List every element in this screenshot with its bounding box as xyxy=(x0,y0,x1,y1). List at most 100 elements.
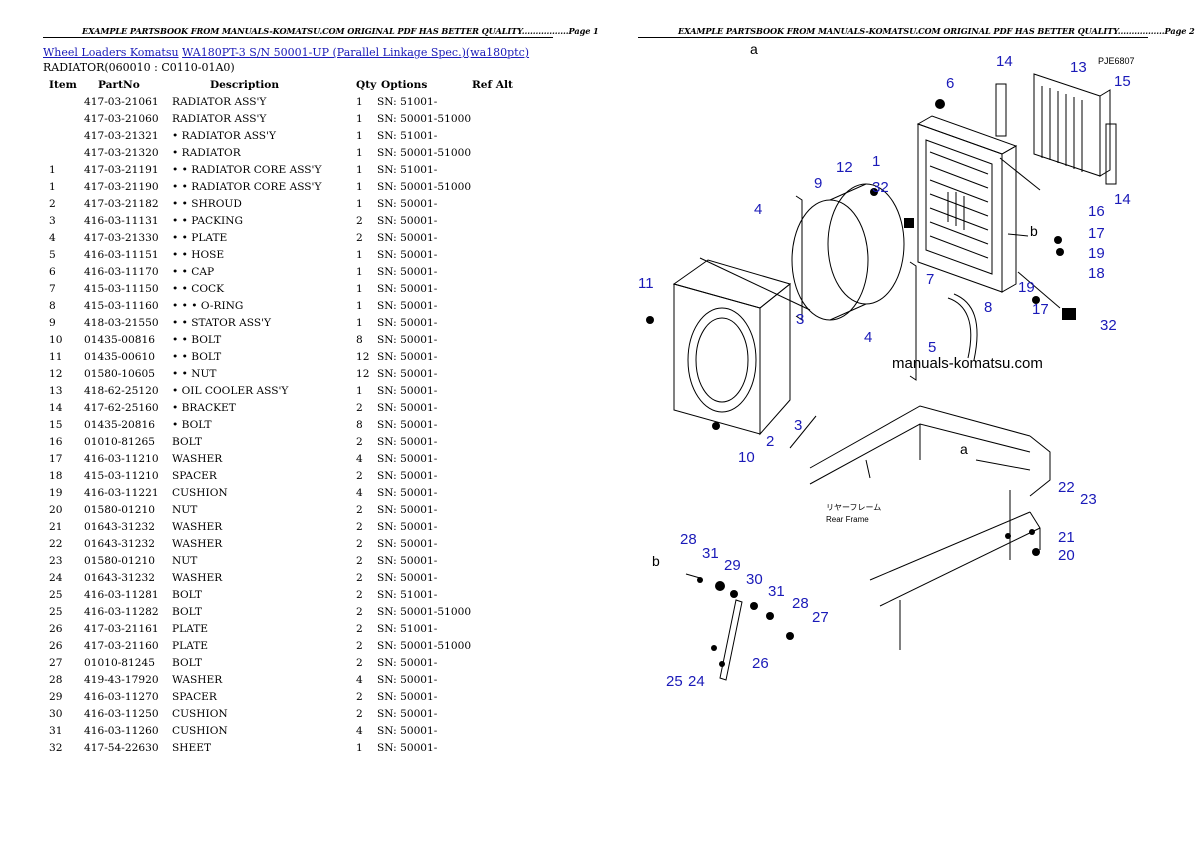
cell-qty: 2 xyxy=(356,231,363,244)
cell-qty: 8 xyxy=(356,418,363,431)
cell-partno: 01643-31232 xyxy=(84,537,155,550)
cell-description: SHEET xyxy=(172,741,212,754)
cell-options: SN: 51001- xyxy=(377,95,438,108)
radiator-core-drawing xyxy=(916,115,1018,293)
cell-options: SN: 50001- xyxy=(377,707,438,720)
cell-item: 6 xyxy=(49,265,56,278)
cell-qty: 2 xyxy=(356,622,363,635)
cell-refalt xyxy=(472,688,522,705)
cell-item: 25 xyxy=(49,588,63,601)
cell-item: 29 xyxy=(49,690,63,703)
cell-partno: 417-03-21190 xyxy=(84,180,159,193)
cell-refalt xyxy=(472,671,522,688)
cell-options: SN: 50001- xyxy=(377,197,438,210)
cell-description: NUT xyxy=(172,554,198,567)
callout-19: 19 xyxy=(1018,279,1035,296)
cell-refalt xyxy=(472,297,522,314)
cell-options: SN: 50001- xyxy=(377,656,438,669)
cell-description: • BOLT xyxy=(172,418,212,431)
callout-8: 8 xyxy=(984,299,992,316)
callout-24: 24 xyxy=(688,673,705,690)
cell-qty: 8 xyxy=(356,333,363,346)
cell-description: • • CAP xyxy=(172,265,215,278)
cell-description: • • COCK xyxy=(172,282,225,295)
cell-qty: 2 xyxy=(356,605,363,618)
cell-qty: 1 xyxy=(356,180,363,193)
cell-qty: 1 xyxy=(356,384,363,397)
cell-item: 21 xyxy=(49,520,63,533)
callout-14: 14 xyxy=(996,53,1013,70)
callout-12: 12 xyxy=(836,159,853,176)
callout-5: 5 xyxy=(928,339,936,356)
cell-partno: 01580-01210 xyxy=(84,554,155,567)
cell-options: SN: 50001- xyxy=(377,690,438,703)
cell-refalt xyxy=(472,246,522,263)
breadcrumb: Wheel Loaders Komatsu WA180PT-3 S/N 5000… xyxy=(43,46,529,59)
cell-item: 14 xyxy=(49,401,63,414)
shroud-drawing xyxy=(672,259,792,436)
breadcrumb-link-wheel-loaders[interactable]: Wheel Loaders Komatsu xyxy=(43,46,179,59)
col-header-qty: Qty xyxy=(356,79,377,91)
cell-refalt xyxy=(472,382,522,399)
cell-qty: 2 xyxy=(356,503,363,516)
cell-description: • • RADIATOR CORE ASS'Y xyxy=(172,180,322,193)
cell-partno: 418-62-25120 xyxy=(84,384,159,397)
callout-31: 31 xyxy=(702,545,719,562)
cell-options: SN: 51001- xyxy=(377,588,438,601)
cell-qty: 1 xyxy=(356,248,363,261)
cell-qty: 4 xyxy=(356,486,363,499)
cell-qty: 1 xyxy=(356,163,363,176)
cell-description: SPACER xyxy=(172,469,217,482)
cell-partno: 01643-31232 xyxy=(84,520,155,533)
rear-frame-drawing xyxy=(809,405,1051,650)
cell-refalt xyxy=(472,654,522,671)
cell-options: SN: 50001- xyxy=(377,282,438,295)
cell-item: 4 xyxy=(49,231,56,244)
cell-description: PLATE xyxy=(172,639,209,652)
cell-partno: 417-03-21161 xyxy=(84,622,159,635)
cell-refalt xyxy=(472,433,522,450)
cell-partno: 417-03-21182 xyxy=(84,197,159,210)
cell-refalt xyxy=(472,739,522,756)
cell-partno: 01580-10605 xyxy=(84,367,155,380)
cell-refalt xyxy=(472,178,522,195)
cell-partno: 416-03-11250 xyxy=(84,707,159,720)
breadcrumb-link-model[interactable]: WA180PT-3 S/N 50001-UP (Parallel Linkage… xyxy=(182,46,530,59)
cell-qty: 1 xyxy=(356,265,363,278)
callout-18: 18 xyxy=(1088,265,1105,282)
callout-4: 4 xyxy=(754,201,762,218)
cell-description: CUSHION xyxy=(172,486,228,499)
callout-31: 31 xyxy=(768,583,785,600)
cell-qty: 4 xyxy=(356,673,363,686)
cell-item: 17 xyxy=(49,452,63,465)
cell-item: 23 xyxy=(49,554,63,567)
cell-item: 2 xyxy=(49,197,56,210)
cell-refalt xyxy=(472,127,522,144)
cell-description: • BRACKET xyxy=(172,401,236,414)
cell-description: • • RADIATOR CORE ASS'Y xyxy=(172,163,322,176)
col-header-options: Options xyxy=(381,79,428,91)
cell-options: SN: 50001- xyxy=(377,418,438,431)
cell-description: • • PACKING xyxy=(172,214,243,227)
cell-description: WASHER xyxy=(172,571,223,584)
cell-refalt xyxy=(472,348,522,365)
callout-14: 14 xyxy=(1114,191,1131,208)
cell-partno: 01435-20816 xyxy=(84,418,155,431)
cell-description: SPACER xyxy=(172,690,217,703)
section-title: RADIATOR(060010 : C0110-01A0) xyxy=(43,61,235,74)
cell-qty: 2 xyxy=(356,707,363,720)
callout-3: 3 xyxy=(796,311,804,328)
cell-options: SN: 50001-51000 xyxy=(377,605,472,618)
